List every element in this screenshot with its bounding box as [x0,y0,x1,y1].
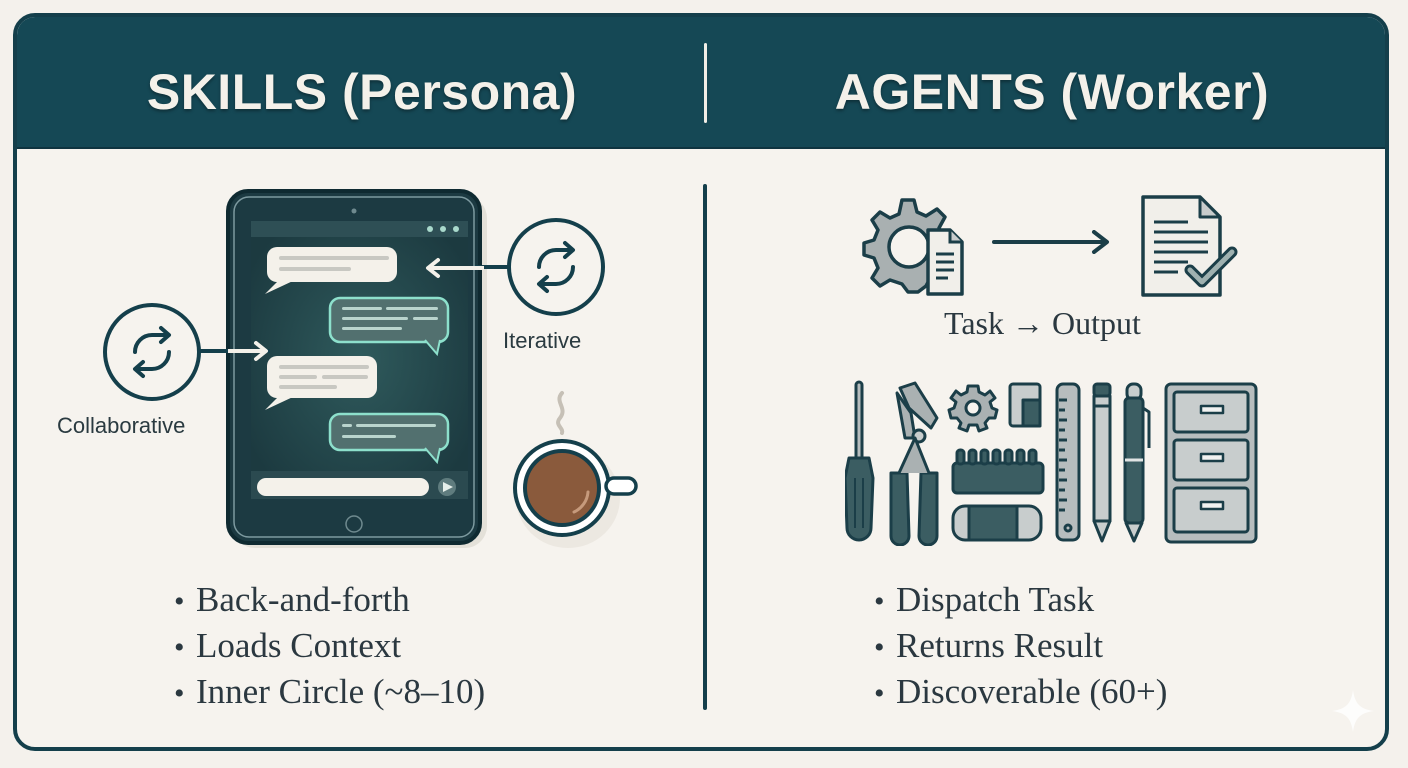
task-output-caption: Task → Output [944,305,1141,341]
screwdriver-icon [845,380,875,542]
collaborative-label: Collaborative [57,413,186,438]
iterative-label: Iterative [503,328,582,353]
coffee-cup-icon [513,391,638,548]
flow-arrow-icon [992,230,1109,254]
agents-bullet: Dispatch Task [874,578,1167,624]
agents-bullet-list: Dispatch Task Returns Result Discoverabl… [874,578,1167,716]
agents-bullet: Discoverable (60+) [874,670,1167,716]
skills-bullet: Back-and-forth [174,578,485,624]
long-eraser-icon [951,504,1043,542]
skills-bullet: Loads Context [174,624,485,670]
checked-document-icon [1141,195,1238,297]
chat-input-bar [257,478,429,496]
skills-title: SKILLS (Persona) [146,64,578,120]
tablet-chat-icon [226,189,487,548]
skills-bullet-list: Back-and-forth Loads Context Inner Circl… [174,578,485,716]
toolset-illustration [845,380,1258,546]
agents-bullet: Returns Result [874,624,1167,670]
pencil-icon [1092,382,1112,543]
arrow-left-icon [426,258,484,278]
iterative-cycle-icon [475,218,605,316]
arrow-right-icon [228,341,268,361]
header-bar: SKILLS (Persona) AGENTS (Worker) [17,17,1385,149]
gear-icon [947,384,999,433]
header-divider [704,43,707,123]
section-divider [703,184,707,710]
pen-icon [1123,382,1151,543]
ruler-icon [1055,382,1081,542]
bit-set-icon [951,448,1045,495]
sparkle-icon [1332,690,1374,732]
gear-document-icon [862,198,964,296]
agents-title: AGENTS (Worker) [834,64,1270,120]
pliers-icon [889,381,939,546]
filing-cabinet-icon [1164,382,1258,544]
eraser-icon [1008,382,1042,428]
collaborative-cycle-icon [103,303,270,401]
skills-bullet: Inner Circle (~8–10) [174,670,485,716]
